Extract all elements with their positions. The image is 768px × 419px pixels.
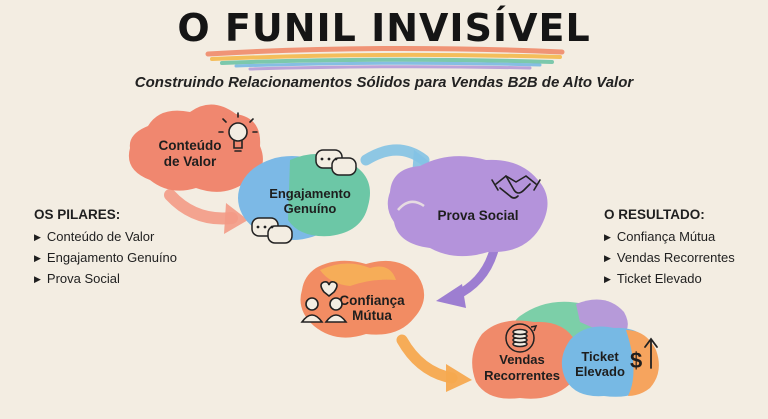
title-underline [205, 45, 565, 71]
arrow-conteudo-to-engajamento [164, 189, 248, 234]
ticket-label-line1: Ticket [581, 349, 619, 364]
pilar-item: Conteúdo de Valor [34, 227, 177, 248]
node-confianca-mutua: Confiança Mútua [300, 260, 425, 338]
resultado-panel: O RESULTADO: Confiança Mútua Vendas Reco… [604, 205, 735, 290]
pilares-panel: OS PILARES: Conteúdo de Valor Engajament… [34, 205, 177, 290]
resultado-heading: O RESULTADO: [604, 207, 705, 222]
prova-label: Prova Social [437, 208, 518, 223]
confianca-label-line2: Mútua [352, 308, 392, 323]
page-title: O FUNIL INVISÍVEL [177, 6, 591, 50]
node-conteudo-de-valor: Conteúdo de Valor [128, 104, 263, 192]
handshake-icon [491, 175, 541, 199]
people-heart-icon [300, 281, 348, 323]
node-vendas-recorrentes: Vendas Recorrentes [472, 299, 628, 399]
pilar-item: Engajamento Genuíno [34, 248, 177, 269]
confianca-label-line1: Confiança [339, 293, 405, 308]
arrow-prova-to-confianca [436, 245, 499, 308]
conteudo-label-line1: Conteúdo [159, 138, 222, 153]
node-ticket-elevado: Ticket Elevado $ [561, 326, 659, 397]
arrow-confianca-to-vendas [396, 334, 472, 392]
vendas-label-line2: Recorrentes [484, 368, 560, 383]
pilares-heading: OS PILARES: [34, 207, 121, 222]
chat-bubbles-icon [251, 149, 357, 244]
engajamento-label-line1: Engajamento [269, 186, 351, 201]
pilar-item: Prova Social [34, 269, 177, 290]
node-prova-social: Prova Social [387, 156, 548, 257]
node-engajamento-genuino: Engajamento Genuíno [238, 149, 370, 244]
coins-cycle-icon [505, 323, 538, 353]
resultado-item: Vendas Recorrentes [604, 248, 735, 269]
vendas-label-line1: Vendas [499, 352, 545, 367]
svg-text:$: $ [630, 348, 642, 373]
lightbulb-icon [218, 112, 258, 152]
ticket-label-line2: Elevado [575, 364, 625, 379]
dollar-up-icon: $ [630, 337, 658, 373]
page-subtitle: Construindo Relacionamentos Sólidos para… [134, 74, 634, 91]
conteudo-label-line2: de Valor [164, 154, 217, 169]
resultado-item: Ticket Elevado [604, 269, 735, 290]
engajamento-label-line2: Genuíno [284, 201, 337, 216]
resultado-item: Confiança Mútua [604, 227, 735, 248]
